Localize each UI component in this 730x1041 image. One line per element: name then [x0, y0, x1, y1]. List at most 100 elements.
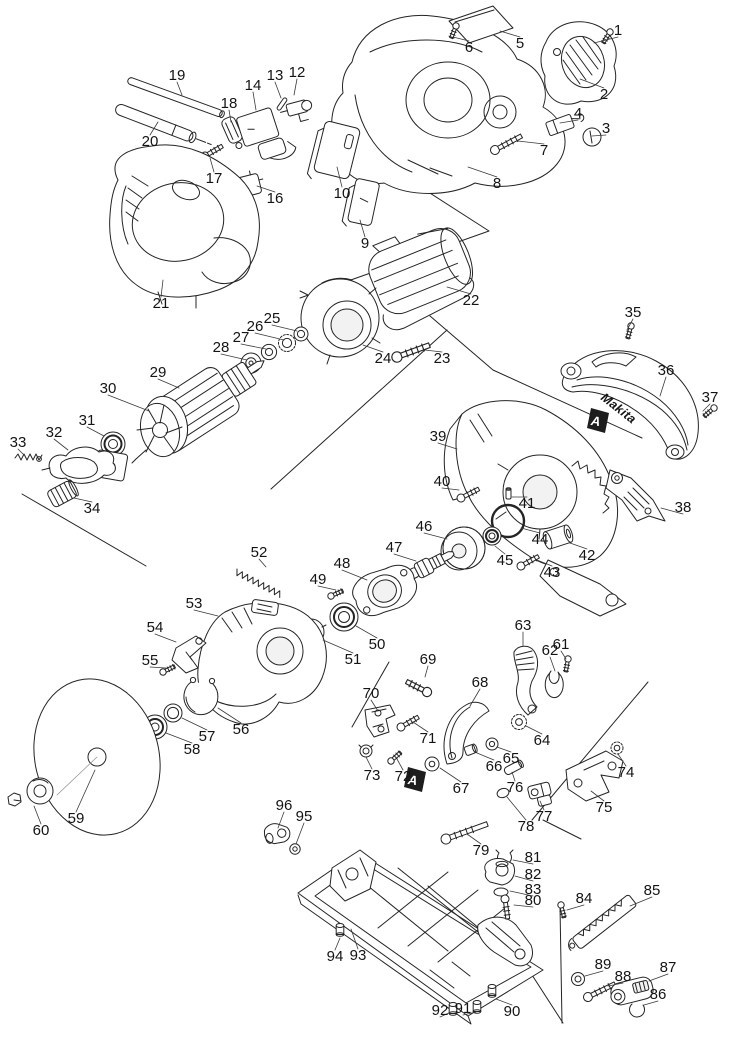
leader-line-74: [617, 753, 627, 767]
part-label-58: 58: [184, 741, 201, 758]
ref-markers-layer: AA: [404, 408, 609, 792]
nut-73: [358, 744, 374, 758]
ball-bearing: [100, 431, 126, 457]
o-ring: [490, 503, 526, 539]
leader-line-17: [209, 157, 215, 173]
leader-line-29: [157, 378, 180, 389]
leader-line-1: [593, 36, 619, 44]
switch-pin: [276, 97, 288, 111]
svg-text:A: A: [589, 413, 601, 429]
part-label-48: 48: [334, 555, 351, 572]
leader-line-35: [626, 318, 634, 331]
part-label-3: 3: [602, 120, 610, 137]
leader-line-62: [549, 656, 556, 672]
part-label-75: 75: [596, 799, 613, 816]
leader-line-82: [514, 875, 534, 882]
part-label-66: 66: [486, 758, 503, 775]
screw-61: [562, 654, 573, 673]
leader-line-10: [336, 166, 343, 188]
spindle: [404, 551, 455, 582]
part-label-12: 12: [289, 64, 306, 81]
leader-line-18: [228, 109, 232, 123]
part-label-81: 81: [525, 849, 542, 866]
leader-line-23: [424, 349, 443, 353]
part-label-87: 87: [660, 959, 677, 976]
part-label-67: 67: [453, 780, 470, 797]
part-label-16: 16: [267, 190, 284, 207]
leader-line-4: [559, 119, 579, 124]
stator: [368, 227, 475, 331]
part-label-40: 40: [434, 473, 451, 490]
part-label-6: 6: [465, 39, 473, 56]
switch-lock-button: [221, 116, 243, 150]
leader-line-34: [73, 497, 93, 503]
leader-line-79: [466, 833, 482, 845]
saw-blade: [33, 678, 161, 836]
plate-62: [544, 670, 564, 699]
part-label-70: 70: [363, 685, 380, 702]
half-ring-86: [629, 1003, 646, 1018]
ref-marker-a-1: A: [587, 408, 609, 433]
part-label-59: 59: [68, 810, 85, 827]
part-label-60: 60: [33, 822, 50, 839]
spring: [14, 453, 43, 462]
leader-line-80: [513, 904, 534, 908]
clamp-77: [527, 781, 552, 807]
part-label-76: 76: [507, 779, 524, 796]
part-label-73: 73: [364, 767, 381, 784]
leader-line-55: [149, 666, 167, 669]
leader-line-31: [86, 426, 105, 437]
leader-line-14: [252, 91, 257, 111]
washer-65: [485, 737, 499, 751]
leader-line-13: [274, 81, 282, 99]
nut-64: [511, 714, 527, 730]
leader-line-26: [254, 332, 285, 341]
leader-line-86: [643, 1000, 659, 1006]
part-label-64: 64: [534, 732, 551, 749]
part-label-13: 13: [267, 67, 284, 84]
switch-lever: [280, 99, 313, 123]
part-label-74: 74: [618, 764, 635, 781]
part-label-14: 14: [245, 77, 262, 94]
leader-line-7: [517, 140, 545, 145]
leader-line-87: [648, 973, 669, 982]
leader-line-49: [317, 585, 337, 591]
leader-line-54: [154, 633, 177, 643]
lever-54: [171, 635, 207, 674]
part-label-36: 36: [658, 362, 675, 379]
blade-case: [443, 400, 627, 617]
part-label-65: 65: [503, 750, 520, 767]
leader-line-70: [370, 699, 379, 712]
baffle-plate: [306, 120, 361, 180]
part-label-88: 88: [615, 968, 632, 985]
leader-line-85: [629, 896, 653, 907]
part-label-26: 26: [247, 318, 264, 335]
part-label-8: 8: [493, 175, 501, 192]
part-label-7: 7: [540, 142, 548, 159]
part-label-33: 33: [10, 434, 27, 451]
leader-line-73: [365, 756, 373, 770]
leader-line-6: [452, 36, 470, 42]
part-label-49: 49: [310, 571, 327, 588]
bolt-72: [385, 749, 404, 767]
part-label-2: 2: [600, 86, 608, 103]
rubber-sleeve: [47, 479, 79, 508]
part-label-86: 86: [650, 986, 667, 1003]
part-label-29: 29: [150, 364, 167, 381]
leader-line-38: [660, 507, 684, 515]
bearing-retainer: [352, 564, 417, 617]
part-label-35: 35: [625, 304, 642, 321]
part-label-32: 32: [46, 424, 63, 441]
leader-line-37: [702, 403, 711, 412]
leader-line-39: [437, 442, 458, 450]
part-label-46: 46: [416, 518, 433, 535]
part-label-21: 21: [153, 295, 170, 312]
screw-71: [395, 713, 421, 733]
ring-57: [163, 703, 183, 723]
part-label-92: 92: [432, 1002, 449, 1019]
part-label-82: 82: [525, 866, 542, 883]
leader-line-40: [441, 487, 460, 491]
part-label-56: 56: [233, 721, 250, 738]
leader-line-69: [424, 665, 429, 678]
base-plate: [297, 849, 544, 1025]
